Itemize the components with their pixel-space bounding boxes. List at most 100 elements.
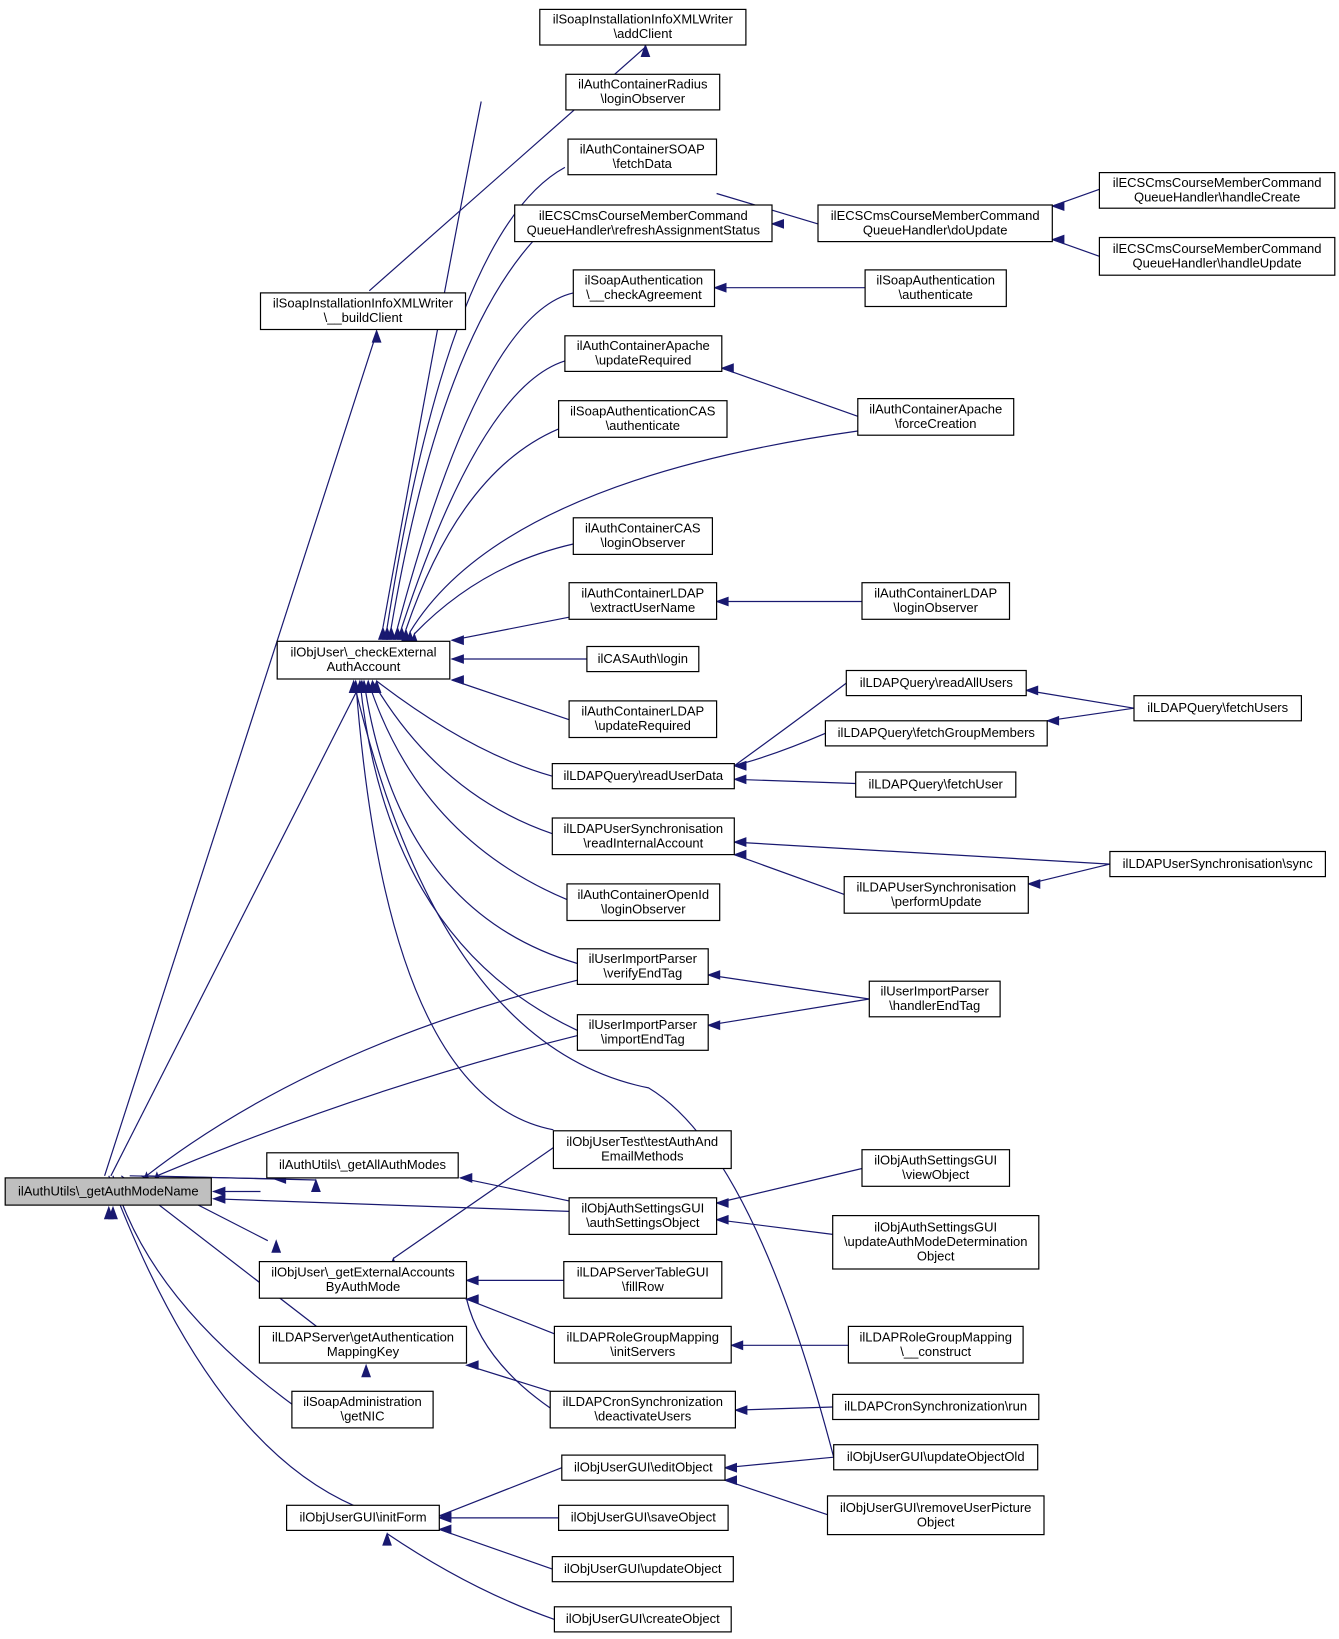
node-box[interactable] bbox=[258, 1260, 468, 1299]
graph-node[interactable]: ilUserImportParser\importEndTag bbox=[576, 1014, 709, 1051]
node-box[interactable] bbox=[552, 1130, 732, 1170]
graph-node[interactable]: ilAuthContainerOpenId\loginObserver bbox=[566, 883, 721, 922]
graph-node[interactable]: ilAuthContainerApache\forceCreation bbox=[857, 398, 1015, 436]
graph-node[interactable]: ilObjUserGUI\updateObjectOld bbox=[833, 1444, 1039, 1471]
graph-node[interactable]: ilAuthContainerRadius\loginObserver bbox=[565, 73, 721, 111]
node-box[interactable] bbox=[566, 883, 721, 922]
graph-node[interactable]: ilSoapInstallationInfoXMLWriter\addClien… bbox=[539, 8, 747, 46]
node-box[interactable] bbox=[549, 1390, 737, 1429]
node-box[interactable] bbox=[551, 762, 735, 790]
node-box[interactable] bbox=[568, 1197, 718, 1236]
graph-node[interactable]: ilObjAuthSettingsGUI\updateAuthModeDeter… bbox=[832, 1214, 1040, 1270]
node-box[interactable] bbox=[514, 204, 773, 243]
graph-node[interactable]: ilAuthContainerApache\updateRequired bbox=[564, 335, 723, 372]
graph-node[interactable]: ilLDAPRoleGroupMapping\__construct bbox=[847, 1325, 1024, 1364]
node-box[interactable] bbox=[563, 1260, 723, 1299]
graph-node[interactable]: ilSoapAdministration\getNIC bbox=[291, 1390, 434, 1429]
graph-node[interactable]: ilLDAPQuery\readAllUsers bbox=[845, 669, 1027, 697]
node-box[interactable] bbox=[539, 8, 747, 46]
graph-node[interactable]: ilLDAPCronSynchronization\run bbox=[832, 1393, 1040, 1421]
node-box[interactable] bbox=[861, 1149, 1011, 1187]
graph-node[interactable]: ilAuthUtils\_getAllAuthModes bbox=[266, 1152, 459, 1179]
node-box[interactable] bbox=[572, 517, 713, 555]
node-box[interactable] bbox=[1109, 850, 1327, 878]
graph-node[interactable]: ilObjAuthSettingsGUI\viewObject bbox=[861, 1149, 1011, 1187]
graph-node[interactable]: ilSoapAuthentication\__checkAgreement bbox=[572, 269, 716, 308]
node-box[interactable] bbox=[568, 582, 718, 620]
graph-node[interactable]: ilLDAPUserSynchronisation\performUpdate bbox=[843, 875, 1029, 914]
node-box[interactable] bbox=[843, 875, 1029, 914]
graph-node[interactable]: ilObjAuthSettingsGUI\authSettingsObject bbox=[568, 1197, 718, 1236]
graph-node[interactable]: ilObjUserGUI\initForm bbox=[286, 1504, 440, 1532]
node-box[interactable] bbox=[857, 398, 1015, 436]
node-box[interactable] bbox=[568, 700, 718, 739]
node-box[interactable] bbox=[855, 771, 1017, 798]
graph-node[interactable]: ilSoapAuthenticationCAS\authenticate bbox=[557, 400, 728, 438]
graph-node[interactable]: ilAuthContainerLDAP\extractUserName bbox=[568, 582, 718, 620]
node-box[interactable] bbox=[817, 204, 1053, 243]
graph-node[interactable]: ilAuthContainerLDAP\updateRequired bbox=[568, 700, 718, 739]
node-box[interactable] bbox=[553, 1325, 732, 1364]
graph-node[interactable]: ilLDAPUserSynchronisation\readInternalAc… bbox=[551, 817, 735, 856]
node-box[interactable] bbox=[564, 335, 723, 372]
graph-node[interactable]: ilSoapAuthentication\authenticate bbox=[864, 269, 1007, 308]
node-box[interactable] bbox=[276, 640, 451, 680]
graph-node[interactable]: ilCASAuth\login bbox=[586, 645, 700, 673]
node-box[interactable] bbox=[826, 1495, 1045, 1536]
graph-node[interactable]: ilAuthContainerCAS\loginObserver bbox=[572, 517, 713, 555]
graph-node[interactable]: ilLDAPQuery\readUserData bbox=[551, 762, 735, 790]
node-box[interactable] bbox=[557, 1504, 729, 1532]
node-box[interactable] bbox=[586, 645, 700, 673]
node-box[interactable] bbox=[824, 720, 1048, 747]
node-box[interactable] bbox=[572, 269, 716, 308]
node-box[interactable] bbox=[567, 138, 718, 176]
node-box[interactable] bbox=[1098, 172, 1336, 209]
graph-node[interactable]: ilLDAPQuery\fetchUsers bbox=[1133, 695, 1302, 722]
node-box[interactable] bbox=[868, 980, 1001, 1018]
graph-node[interactable]: ilLDAPQuery\fetchUser bbox=[855, 771, 1017, 798]
node-box[interactable] bbox=[291, 1390, 434, 1429]
node-box[interactable] bbox=[864, 269, 1007, 308]
node-box[interactable] bbox=[258, 1325, 468, 1364]
graph-node[interactable]: ilAuthContainerSOAP\fetchData bbox=[567, 138, 718, 176]
graph-node[interactable]: ilUserImportParser\handlerEndTag bbox=[868, 980, 1001, 1018]
node-box[interactable] bbox=[832, 1214, 1040, 1270]
node-box[interactable] bbox=[576, 948, 709, 985]
graph-node[interactable]: ilObjUserGUI\createObject bbox=[553, 1606, 732, 1633]
node-box[interactable] bbox=[557, 400, 728, 438]
graph-node[interactable]: ilSoapInstallationInfoXMLWriter\__buildC… bbox=[259, 292, 467, 331]
node-box[interactable] bbox=[833, 1444, 1039, 1471]
node-box[interactable] bbox=[1098, 236, 1336, 276]
node-box[interactable] bbox=[551, 817, 735, 856]
node-box[interactable] bbox=[553, 1606, 732, 1633]
graph-node[interactable]: ilObjUserGUI\saveObject bbox=[557, 1504, 729, 1532]
graph-node[interactable]: ilObjUserGUI\editObject bbox=[561, 1454, 726, 1481]
graph-node[interactable]: ilUserImportParser\verifyEndTag bbox=[576, 948, 709, 985]
node-box[interactable] bbox=[847, 1325, 1024, 1364]
graph-node[interactable]: ilAuthContainerLDAP\loginObserver bbox=[861, 582, 1011, 620]
node-box[interactable] bbox=[561, 1454, 726, 1481]
node-box[interactable] bbox=[4, 1177, 212, 1206]
graph-node[interactable]: ilLDAPServerTableGUI\fillRow bbox=[563, 1260, 723, 1299]
node-box[interactable] bbox=[266, 1152, 459, 1179]
node-box[interactable] bbox=[1133, 695, 1302, 722]
graph-node[interactable]: ilECSCmsCourseMemberCommandQueueHandler\… bbox=[1098, 172, 1336, 209]
node-box[interactable] bbox=[565, 73, 721, 111]
graph-node[interactable]: ilECSCmsCourseMemberCommandQueueHandler\… bbox=[514, 204, 773, 243]
graph-node[interactable]: ilObjUserGUI\updateObject bbox=[551, 1555, 734, 1583]
node-box[interactable] bbox=[861, 582, 1011, 620]
node-box[interactable] bbox=[832, 1393, 1040, 1421]
node-box[interactable] bbox=[551, 1555, 734, 1583]
node-box[interactable] bbox=[259, 292, 467, 331]
graph-node[interactable]: ilLDAPRoleGroupMapping\initServers bbox=[553, 1325, 732, 1364]
node-box[interactable] bbox=[286, 1504, 440, 1532]
graph-node[interactable]: ilLDAPQuery\fetchGroupMembers bbox=[824, 720, 1048, 747]
graph-node[interactable]: ilECSCmsCourseMemberCommandQueueHandler\… bbox=[1098, 236, 1336, 276]
node-box[interactable] bbox=[576, 1014, 709, 1051]
graph-node[interactable]: ilLDAPCronSynchronization\deactivateUser… bbox=[549, 1390, 737, 1429]
